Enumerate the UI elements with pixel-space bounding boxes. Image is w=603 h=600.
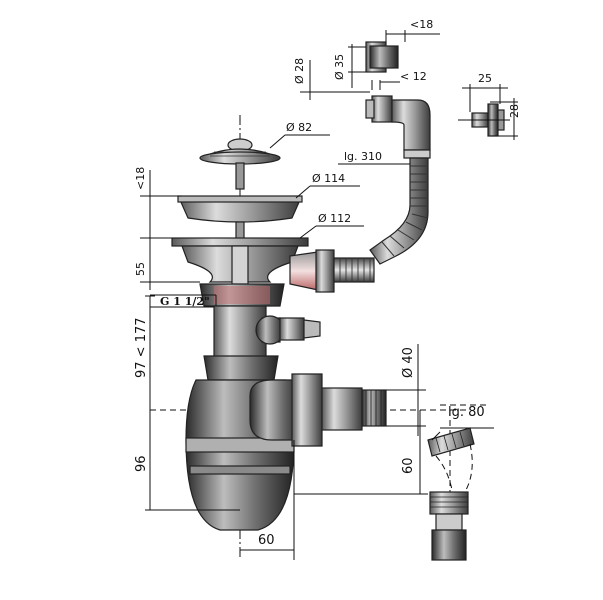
- dim-82-line: Ø 82: [269, 121, 330, 149]
- overflow-elbow-part: [365, 95, 431, 159]
- basket-height-dim: <18: [134, 167, 182, 246]
- height-range-dim: 97 < 177: [134, 295, 155, 410]
- thread-nut: [199, 283, 285, 307]
- dim-height-96: 96: [134, 455, 149, 472]
- side-view-part: 25 28: [458, 72, 521, 140]
- dim-elbow-length: lg. 80: [448, 405, 485, 420]
- trap-upper-nut: [203, 355, 279, 381]
- height-55-dim: 55: [134, 240, 200, 290]
- thread-label-box: G 1 1/2": [150, 294, 217, 308]
- strainer-basket: [199, 138, 281, 190]
- dim-side-25: 25: [478, 72, 492, 85]
- dim-diam-112: Ø 112: [318, 212, 351, 225]
- dim-diam-35: Ø 35: [333, 54, 346, 80]
- dim-12-lines: < 12: [371, 70, 427, 90]
- overflow-inlet-connector: [289, 249, 375, 293]
- dim-basket-height: <18: [134, 167, 147, 190]
- dim-28-lines: Ø 28: [293, 58, 370, 100]
- dim-top-right-18: <18: [410, 18, 433, 31]
- dim-114-line: Ø 114: [295, 172, 360, 199]
- dishwasher-connector: [255, 315, 321, 345]
- drain-body: [171, 237, 309, 287]
- dim-hose-length: lg. 310: [344, 150, 382, 163]
- dim-diam-28: Ø 28: [293, 58, 306, 84]
- dim-diam-114: Ø 114: [312, 172, 345, 185]
- dim-len-12: < 12: [400, 70, 427, 83]
- dim-height-range: 97 < 177: [134, 317, 149, 378]
- straight-adapter: [429, 491, 469, 561]
- dim-diam-82: Ø 82: [286, 121, 312, 134]
- thread-label: G 1 1/2": [160, 295, 210, 308]
- overflow-cap-part: [365, 41, 399, 73]
- overflow-hose: [369, 157, 429, 265]
- dim-diam-40: Ø 40: [401, 347, 416, 378]
- dim-side-28: 28: [508, 104, 521, 118]
- height-60-dim: 60: [294, 410, 428, 495]
- height-96-dim: 96: [134, 410, 240, 511]
- elbow-adapter-80: [427, 427, 475, 491]
- dim-height-60: 60: [401, 457, 416, 474]
- hose-length-dim: lg. 310: [338, 150, 410, 165]
- offset-60-dim: 60: [240, 440, 295, 560]
- lg80-dim: lg. 80: [431, 405, 494, 441]
- dim-35-lines: Ø 35: [333, 44, 366, 88]
- diam-40-dim: Ø 40: [386, 344, 426, 436]
- outlet-elbow: [249, 373, 387, 447]
- dim-height-55: 55: [134, 262, 147, 276]
- top-right-dim-18: <18: [385, 18, 440, 42]
- sink-plate: [177, 195, 303, 241]
- dim-offset-60: 60: [258, 533, 275, 548]
- dim-112-line: Ø 112: [299, 212, 364, 239]
